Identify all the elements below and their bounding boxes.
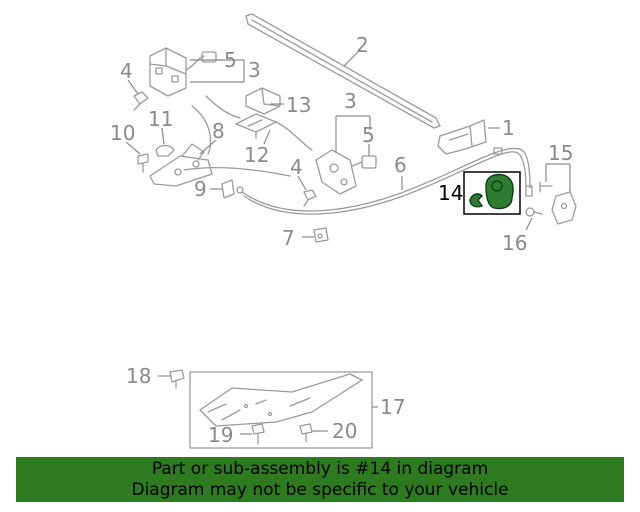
callout-5-lower[interactable]: 5 [362,123,375,147]
leader-2 [343,51,359,67]
leader-10 [125,141,141,155]
callout-15[interactable]: 15 [548,141,573,165]
callout-8[interactable]: 8 [212,119,225,143]
part-1-bracket [437,119,487,155]
callout-4-lower[interactable]: 4 [290,155,303,179]
cable-c [191,105,212,155]
callout-14[interactable]: 14 [438,181,463,205]
callout-2[interactable]: 2 [356,33,369,57]
cable-a [205,95,241,119]
callout-19[interactable]: 19 [208,423,233,447]
part-4-bolt-lower [303,189,317,207]
part-6-cable [236,147,533,215]
info-banner: Part or sub-assembly is #14 in diagram D… [16,457,624,502]
part-10-bolt [137,153,149,173]
part-16-nut [525,207,543,217]
callout-11[interactable]: 11 [148,107,173,131]
part-19-screw [251,423,265,445]
banner-line-1: Part or sub-assembly is #14 in diagram [151,459,489,479]
leader-3a [190,59,245,83]
callout-9[interactable]: 9 [194,177,207,201]
callout-4-upper[interactable]: 4 [120,59,133,83]
callout-10[interactable]: 10 [110,121,135,145]
callout-3-upper[interactable]: 3 [248,58,261,82]
leader-3b [335,115,371,152]
part-4-bolt-upper [133,91,149,111]
cable-d [183,166,291,177]
leader-11 [161,127,165,145]
callout-5-upper[interactable]: 5 [224,48,237,72]
callout-20[interactable]: 20 [332,419,357,443]
part-8-latch [149,143,213,187]
part-13-bracket [245,87,281,115]
part-17-panel [189,371,373,449]
callout-17[interactable]: 17 [380,395,405,419]
leader-4a [127,79,139,95]
part-3-latch-lower [315,149,357,195]
parts-diagram: 2 1 5 3 4 13 3 5 10 11 8 12 6 4 9 14 15 … [110,13,577,449]
callout-3-lower[interactable]: 3 [344,89,357,113]
callout-16[interactable]: 16 [502,231,527,255]
part-20-screw [299,423,313,443]
part-2-rod [245,13,441,129]
part-9-clip [221,179,235,199]
part-7-clip [313,227,329,243]
part-5-connector-upper [185,51,217,71]
part-12-handle [235,113,277,139]
part-14-highlighted[interactable] [469,173,514,210]
part-18-clip [169,369,185,389]
part-3-actuator-upper [149,47,187,97]
callout-7[interactable]: 7 [282,226,295,250]
leader-12 [263,129,271,145]
leader-4b [297,175,307,191]
callout-1[interactable]: 1 [502,116,515,140]
callout-18[interactable]: 18 [126,364,151,388]
leader-15 [545,163,571,192]
callout-13[interactable]: 13 [286,93,311,117]
callout-6[interactable]: 6 [394,153,407,177]
leader-8 [199,139,217,155]
part-11-clip [155,144,175,157]
part-5-connector-lower [351,155,377,169]
leader-16 [525,217,533,231]
cable-b [275,121,313,151]
callout-12[interactable]: 12 [244,143,269,167]
banner-line-2: Diagram may not be specific to your vehi… [131,480,509,500]
